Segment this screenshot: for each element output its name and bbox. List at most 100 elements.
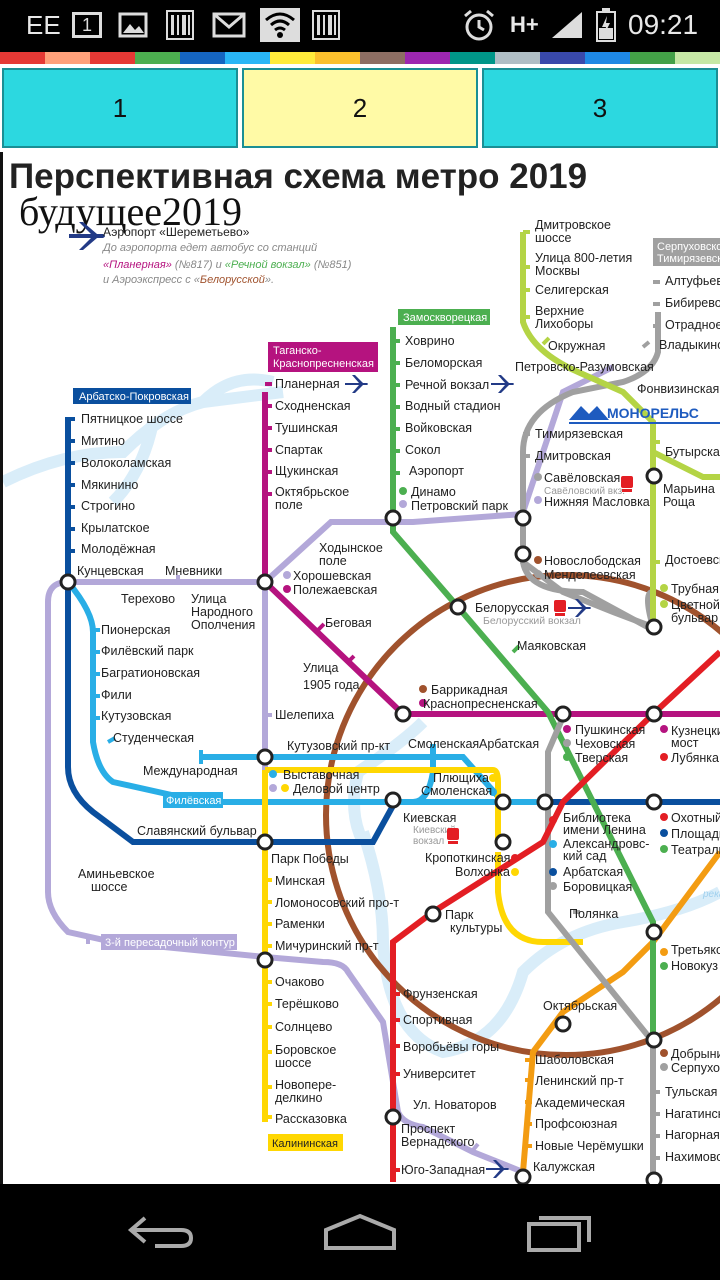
station-label: Кутузовский пр-кт: [287, 739, 390, 753]
station-label: Ховрино: [405, 334, 455, 348]
back-icon: [127, 1216, 194, 1248]
serpukh-badge-label-1: Серпуховско-: [657, 241, 720, 253]
metro-map[interactable]: Перспективная схема метро 2019 будущее20…: [0, 152, 720, 1184]
station-label: Ополчения: [191, 618, 255, 632]
airport-name: Аэропорт «Шереметьево»: [103, 225, 250, 239]
zamoskv-badge-label: Замоскворецкая: [403, 312, 487, 324]
station-label: Беломорская: [405, 356, 482, 370]
station-label: Нижняя Масловка: [544, 495, 650, 509]
station-label: Новопере-: [275, 1078, 336, 1092]
barcode-icon-2: [312, 8, 340, 42]
color-strip-segment: [360, 52, 405, 64]
color-strip-segment: [495, 52, 540, 64]
station-label: Савёловский вкз.: [544, 486, 625, 497]
station-label: Октябрьская: [543, 999, 617, 1013]
station-label: Серпухов: [671, 1061, 720, 1075]
serpukh-badge-label-2: Тимирязевская: [657, 253, 720, 265]
station-label: Белорусский вокзал: [483, 615, 581, 627]
station-label: шоссе: [91, 880, 127, 894]
filevskaya-badge: [163, 792, 223, 808]
filevskaya-badge-label: Филёвская: [166, 795, 221, 807]
station-label: Юго-Западная: [401, 1163, 485, 1177]
station-label: Ломоносовский про-т: [275, 896, 399, 910]
station-label: Мичуринский пр-т: [275, 939, 379, 953]
station-label: Парк: [445, 908, 474, 922]
station-label: Беговая: [325, 616, 372, 630]
kaluzhsko-ticks: [525, 1058, 532, 1148]
sim-badge-label: 1: [72, 12, 102, 38]
station-label: Минская: [275, 874, 325, 888]
station-label: Лихоборы: [535, 317, 593, 331]
color-strip-segment: [405, 52, 450, 64]
station-label: Баррикадная: [431, 683, 508, 697]
color-strip-segment: [540, 52, 585, 64]
station-label: Достоевская: [665, 553, 720, 567]
station-label: Чеховская: [575, 737, 635, 751]
zamoskvoretskaya-line: [390, 327, 656, 1052]
station-label: бульвар: [671, 611, 718, 625]
station-label: Нагатинск: [665, 1107, 720, 1121]
station-label: Новые Черёмушки: [535, 1139, 644, 1153]
station-label: Сходненская: [275, 399, 351, 413]
tagansko-badge-label-1: Таганско-: [273, 345, 322, 357]
color-strip-segment: [315, 52, 360, 64]
station-label: Проспект: [401, 1122, 455, 1136]
tab-2[interactable]: 2: [242, 68, 478, 148]
train-icons: [447, 476, 633, 844]
station-label: Дмитровская: [535, 449, 611, 463]
arbatsko-badge: [73, 388, 191, 404]
station-label: Строгино: [81, 499, 135, 513]
station-label: Верхние: [535, 304, 584, 318]
station-label: Лубянка: [671, 751, 719, 765]
station-label: Александровс-: [563, 837, 649, 851]
station-label: Москвы: [535, 264, 580, 278]
train-icon: [555, 613, 565, 616]
station-label: Петровский парк: [411, 499, 508, 513]
station-label: Сокол: [405, 443, 441, 457]
monorail-icon: [569, 406, 609, 420]
color-strip-segment: [630, 52, 675, 64]
recents-button[interactable]: [520, 1204, 600, 1260]
station-label: поле: [275, 498, 303, 512]
station-label: Аэропорт: [409, 464, 464, 478]
station-label: Воробьёвы горы: [403, 1040, 499, 1054]
station-label: Международная: [143, 764, 238, 778]
station-label: Вернадского: [401, 1135, 474, 1149]
station-label: Студенческая: [113, 731, 194, 745]
filevskaya-ticks: [93, 628, 203, 764]
station-label: Смоленская: [421, 784, 492, 798]
station-label: Театраль: [671, 843, 720, 857]
home-button[interactable]: [320, 1204, 400, 1260]
station-label: Шелепиха: [275, 708, 334, 722]
airplane-icon: [568, 599, 591, 617]
station-label: Новослободская: [544, 554, 641, 568]
station-label: Библиотека: [563, 811, 631, 825]
station-label: Войковская: [405, 421, 472, 435]
station-label: Фонвизинская: [637, 382, 719, 396]
recents-icon: [527, 1216, 591, 1252]
station-label: Щукинская: [275, 464, 338, 478]
station-label: Парк Победы: [271, 852, 349, 866]
station-label: делкино: [275, 1091, 322, 1105]
station-label: Третьяко: [671, 943, 720, 957]
back-button[interactable]: [120, 1204, 200, 1260]
airport-note-line1: До аэропорта едет автобус со станций: [101, 242, 317, 254]
station-label: Калужская: [533, 1160, 595, 1174]
color-strip: [0, 52, 720, 64]
station-label: Добрынин: [671, 1047, 720, 1061]
station-label: Арбатская: [563, 865, 623, 879]
color-strip-segment: [135, 52, 180, 64]
river: [3, 373, 720, 1059]
station-label: Плющиха: [433, 771, 489, 785]
color-strip-segment: [585, 52, 630, 64]
tab-1[interactable]: 1: [2, 68, 238, 148]
station-label: Очаково: [275, 975, 324, 989]
image-icon: [118, 8, 148, 42]
tab-3[interactable]: 3: [482, 68, 718, 148]
train-icon: [621, 476, 633, 488]
home-icon: [324, 1213, 396, 1250]
station-label: Окружная: [548, 339, 605, 353]
station-label: поле: [319, 554, 347, 568]
airport-icons: [345, 375, 591, 1178]
station-label: Деловой центр: [293, 782, 380, 796]
